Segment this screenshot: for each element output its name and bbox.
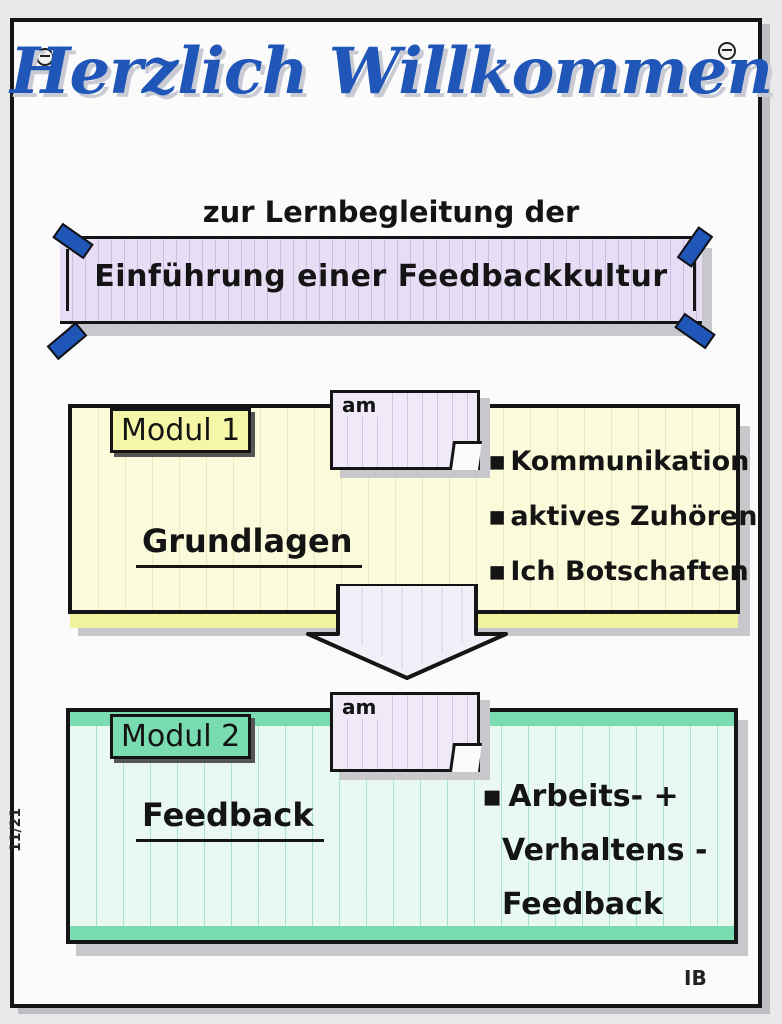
signature-icon: IB [684,966,707,990]
side-label: 11/21 [8,807,24,852]
module-2-date-note: am [330,692,483,772]
page-title: Herzlich Willkommen [9,34,773,109]
page-curl-icon [448,441,483,470]
pin-icon [36,48,54,66]
page-curl-icon [448,743,483,772]
module-1-date-note: am [330,390,483,470]
bullet-item: Kommunikation [488,434,757,489]
module-2-topic: Feedback [136,796,324,842]
bullet-item: Feedback [502,887,663,922]
bullet-item: Arbeits- + [482,770,707,824]
note-label: am [339,393,380,417]
down-arrow-icon [306,584,508,680]
module-1-bullets: Kommunikation aktives Zuhören Ich Botsch… [488,434,757,599]
module-2-bullets: Arbeits- + Verhaltens - Feedback [482,770,707,932]
subtitle: zur Lernbegleitung der [202,195,580,229]
bullet-item: Ich Botschaften [488,544,757,599]
bullet-item: Verhaltens - [502,833,708,868]
module-1-topic: Grundlagen [135,522,363,568]
bullet-item: aktives Zuhören [488,489,757,544]
pin-icon [718,42,736,60]
banner-text: Einführung einer Feedbackkultur [94,259,668,294]
module-2-tag: Modul 2 [110,714,252,759]
module-1-tag: Modul 1 [110,408,252,453]
note-label: am [339,695,380,719]
banner: Einführung einer Feedbackkultur [60,236,702,324]
